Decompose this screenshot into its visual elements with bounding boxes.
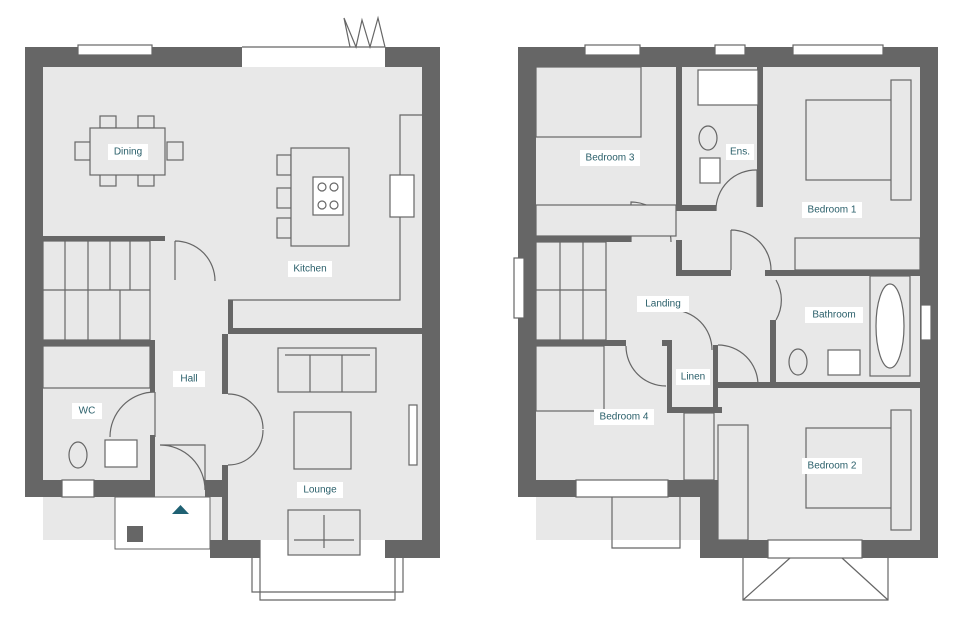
basin — [699, 157, 721, 184]
window — [408, 404, 418, 466]
wall — [518, 47, 536, 497]
door — [715, 169, 758, 212]
toilet — [68, 441, 88, 469]
room-label-bedroom-1: Bedroom 1 — [808, 205, 857, 216]
toilet — [698, 125, 718, 151]
wall — [920, 47, 938, 558]
wall — [150, 435, 155, 480]
door — [730, 229, 772, 271]
wall — [228, 300, 233, 334]
wall — [676, 67, 682, 207]
kitchen-island — [276, 147, 350, 247]
wall — [222, 465, 228, 540]
wall — [536, 340, 626, 346]
headboard — [890, 79, 912, 201]
door — [227, 393, 264, 466]
window — [714, 44, 746, 56]
room-label-bedroom-3: Bedroom 3 — [586, 153, 635, 164]
coffee-table — [293, 411, 352, 470]
wall — [422, 47, 440, 558]
wardrobe — [683, 412, 715, 481]
room-label-wc: WC — [79, 406, 96, 417]
window — [61, 479, 95, 498]
wall — [150, 340, 155, 392]
window — [513, 257, 525, 319]
sofa — [277, 347, 377, 393]
toilet — [788, 348, 808, 376]
window — [575, 479, 669, 498]
wall — [25, 47, 43, 497]
first-floor-plan: Bedroom 3 Ens. Bedroom 1 Landing Bathroo… — [513, 44, 938, 601]
room-label-bedroom-4: Bedroom 4 — [600, 412, 649, 423]
staircase — [535, 241, 607, 341]
room-label-ensuite: Ens. — [730, 147, 750, 158]
window — [920, 304, 932, 341]
bed — [535, 66, 642, 138]
wall — [676, 205, 716, 211]
door — [717, 344, 759, 386]
wardrobe — [794, 237, 921, 271]
wall — [536, 236, 631, 242]
door — [625, 345, 667, 387]
wall — [713, 345, 718, 413]
wall — [228, 328, 422, 334]
wall — [667, 407, 722, 413]
wall — [210, 540, 260, 558]
wall — [676, 240, 682, 275]
wall — [765, 270, 920, 276]
room-label-landing: Landing — [645, 299, 681, 310]
wall — [667, 340, 672, 412]
wall — [43, 236, 165, 241]
basin — [104, 439, 138, 468]
window — [77, 44, 153, 56]
porch-light — [127, 526, 143, 542]
bed — [535, 345, 605, 412]
wall — [43, 340, 155, 346]
wc-cupboard — [42, 345, 151, 389]
room-label-bathroom: Bathroom — [812, 310, 855, 321]
door — [775, 279, 782, 321]
room-label-hall: Hall — [180, 374, 197, 385]
ground-floor-plan: Dining Kitchen Hall WC Lounge — [25, 15, 440, 601]
wardrobe — [535, 204, 677, 237]
basin — [827, 349, 861, 376]
staircase — [42, 240, 151, 341]
window — [584, 44, 641, 56]
front-door — [159, 444, 206, 491]
wall — [757, 67, 763, 207]
dining-table — [74, 115, 184, 187]
room-label-dining: Dining — [114, 147, 142, 158]
kitchen-sink — [389, 174, 415, 218]
wall — [385, 540, 440, 558]
door — [109, 391, 156, 438]
wall — [676, 270, 731, 276]
entrance-arrow-icon — [172, 505, 189, 514]
sofa — [287, 509, 361, 556]
door — [174, 240, 216, 282]
hob — [312, 176, 344, 216]
room-label-linen: Linen — [681, 372, 705, 383]
wall — [716, 382, 920, 388]
wall — [662, 340, 670, 346]
shower — [697, 69, 759, 106]
window — [767, 539, 863, 559]
room-label-lounge: Lounge — [303, 485, 337, 496]
room-label-kitchen: Kitchen — [293, 264, 326, 275]
wardrobe — [717, 424, 749, 541]
wall — [222, 334, 228, 394]
room-label-bedroom-2: Bedroom 2 — [808, 461, 857, 472]
wall — [770, 320, 776, 385]
headboard — [890, 409, 912, 531]
window — [792, 44, 884, 56]
wall — [700, 480, 718, 558]
